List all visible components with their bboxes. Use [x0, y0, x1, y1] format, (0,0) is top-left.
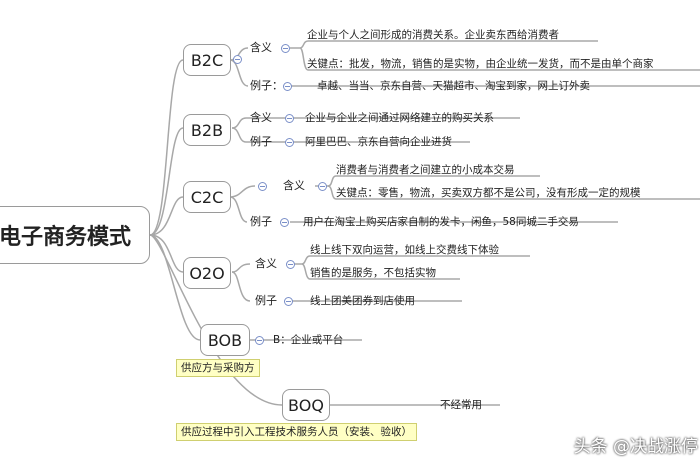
b2b-meaning-label: 含义	[250, 111, 272, 124]
b2c-example-text: 卓越、当当、京东自营、天猫超市、淘宝到家，网上订外卖	[317, 80, 590, 92]
b2c-meaning-key: 关键点：批发，物流，销售的是实物，由企业统一发货，而不是由单个商家	[307, 58, 654, 70]
b2b-example-label: 例子	[250, 135, 272, 148]
collapse-icon[interactable]	[284, 297, 293, 306]
o2o-meaning-line2: 销售的是服务，不包括实物	[310, 267, 436, 279]
node-b2b[interactable]: B2B	[183, 114, 231, 146]
c2c-example-label: 例子	[250, 215, 272, 228]
node-c2c-label: C2C	[190, 187, 224, 207]
node-bob-label: BOB	[207, 330, 243, 350]
collapse-icon[interactable]	[318, 182, 327, 191]
collapse-icon[interactable]	[258, 182, 267, 191]
collapse-icon[interactable]	[233, 55, 242, 64]
root-node[interactable]: 电子商务模式	[0, 206, 150, 264]
collapse-icon[interactable]	[285, 138, 294, 147]
collapse-icon[interactable]	[280, 218, 289, 227]
node-b2c-label: B2C	[190, 50, 224, 70]
o2o-meaning-label: 含义	[255, 257, 277, 270]
watermark: 头条 @决战涨停	[573, 437, 698, 457]
node-boq-label: BOQ	[288, 395, 324, 415]
b2c-meaning-main: 企业与个人之间形成的消费关系。企业卖东西给消费者	[307, 29, 559, 41]
boq-child: 不经常用	[440, 399, 482, 411]
collapse-icon[interactable]	[255, 336, 264, 345]
c2c-meaning-label: 含义	[283, 179, 305, 192]
b2b-meaning-text: 企业与企业之间通过网络建立的购买关系	[305, 112, 494, 124]
o2o-example-label: 例子	[255, 294, 277, 307]
collapse-icon[interactable]	[285, 114, 294, 123]
boq-note: 供应过程中引入工程技术服务人员（安装、验收）	[176, 423, 417, 441]
bob-note: 供应方与采购方	[176, 359, 260, 377]
node-bob[interactable]: BOB	[200, 324, 250, 356]
node-o2o-label: O2O	[189, 263, 225, 283]
node-o2o[interactable]: O2O	[183, 257, 231, 289]
b2c-meaning-label: 含义	[250, 41, 272, 54]
b2c-example-label: 例子：	[250, 79, 283, 92]
node-boq[interactable]: BOQ	[282, 389, 330, 421]
b2b-example-text: 阿里巴巴、京东自营向企业进货	[305, 136, 452, 148]
node-b2b-label: B2B	[190, 120, 224, 140]
c2c-meaning-main: 消费者与消费者之间建立的小成本交易	[336, 164, 515, 176]
collapse-icon[interactable]	[283, 82, 292, 91]
o2o-meaning-line1: 线上线下双向运营，如线上交费线下体验	[310, 244, 499, 256]
node-b2c[interactable]: B2C	[183, 44, 231, 76]
c2c-example-text: 用户在淘宝上购买店家自制的发卡，闲鱼，58同城二手交易	[303, 216, 579, 228]
node-c2c[interactable]: C2C	[183, 181, 231, 213]
o2o-example-text: 线上团美团券到店使用	[310, 295, 415, 307]
collapse-icon[interactable]	[286, 260, 295, 269]
collapse-icon[interactable]	[281, 44, 290, 53]
c2c-meaning-key: 关键点：零售，物流，买卖双方都不是公司，没有形成一定的规模	[336, 187, 641, 199]
root-label: 电子商务模式	[0, 225, 132, 250]
bob-child: B：企业或平台	[273, 334, 344, 346]
